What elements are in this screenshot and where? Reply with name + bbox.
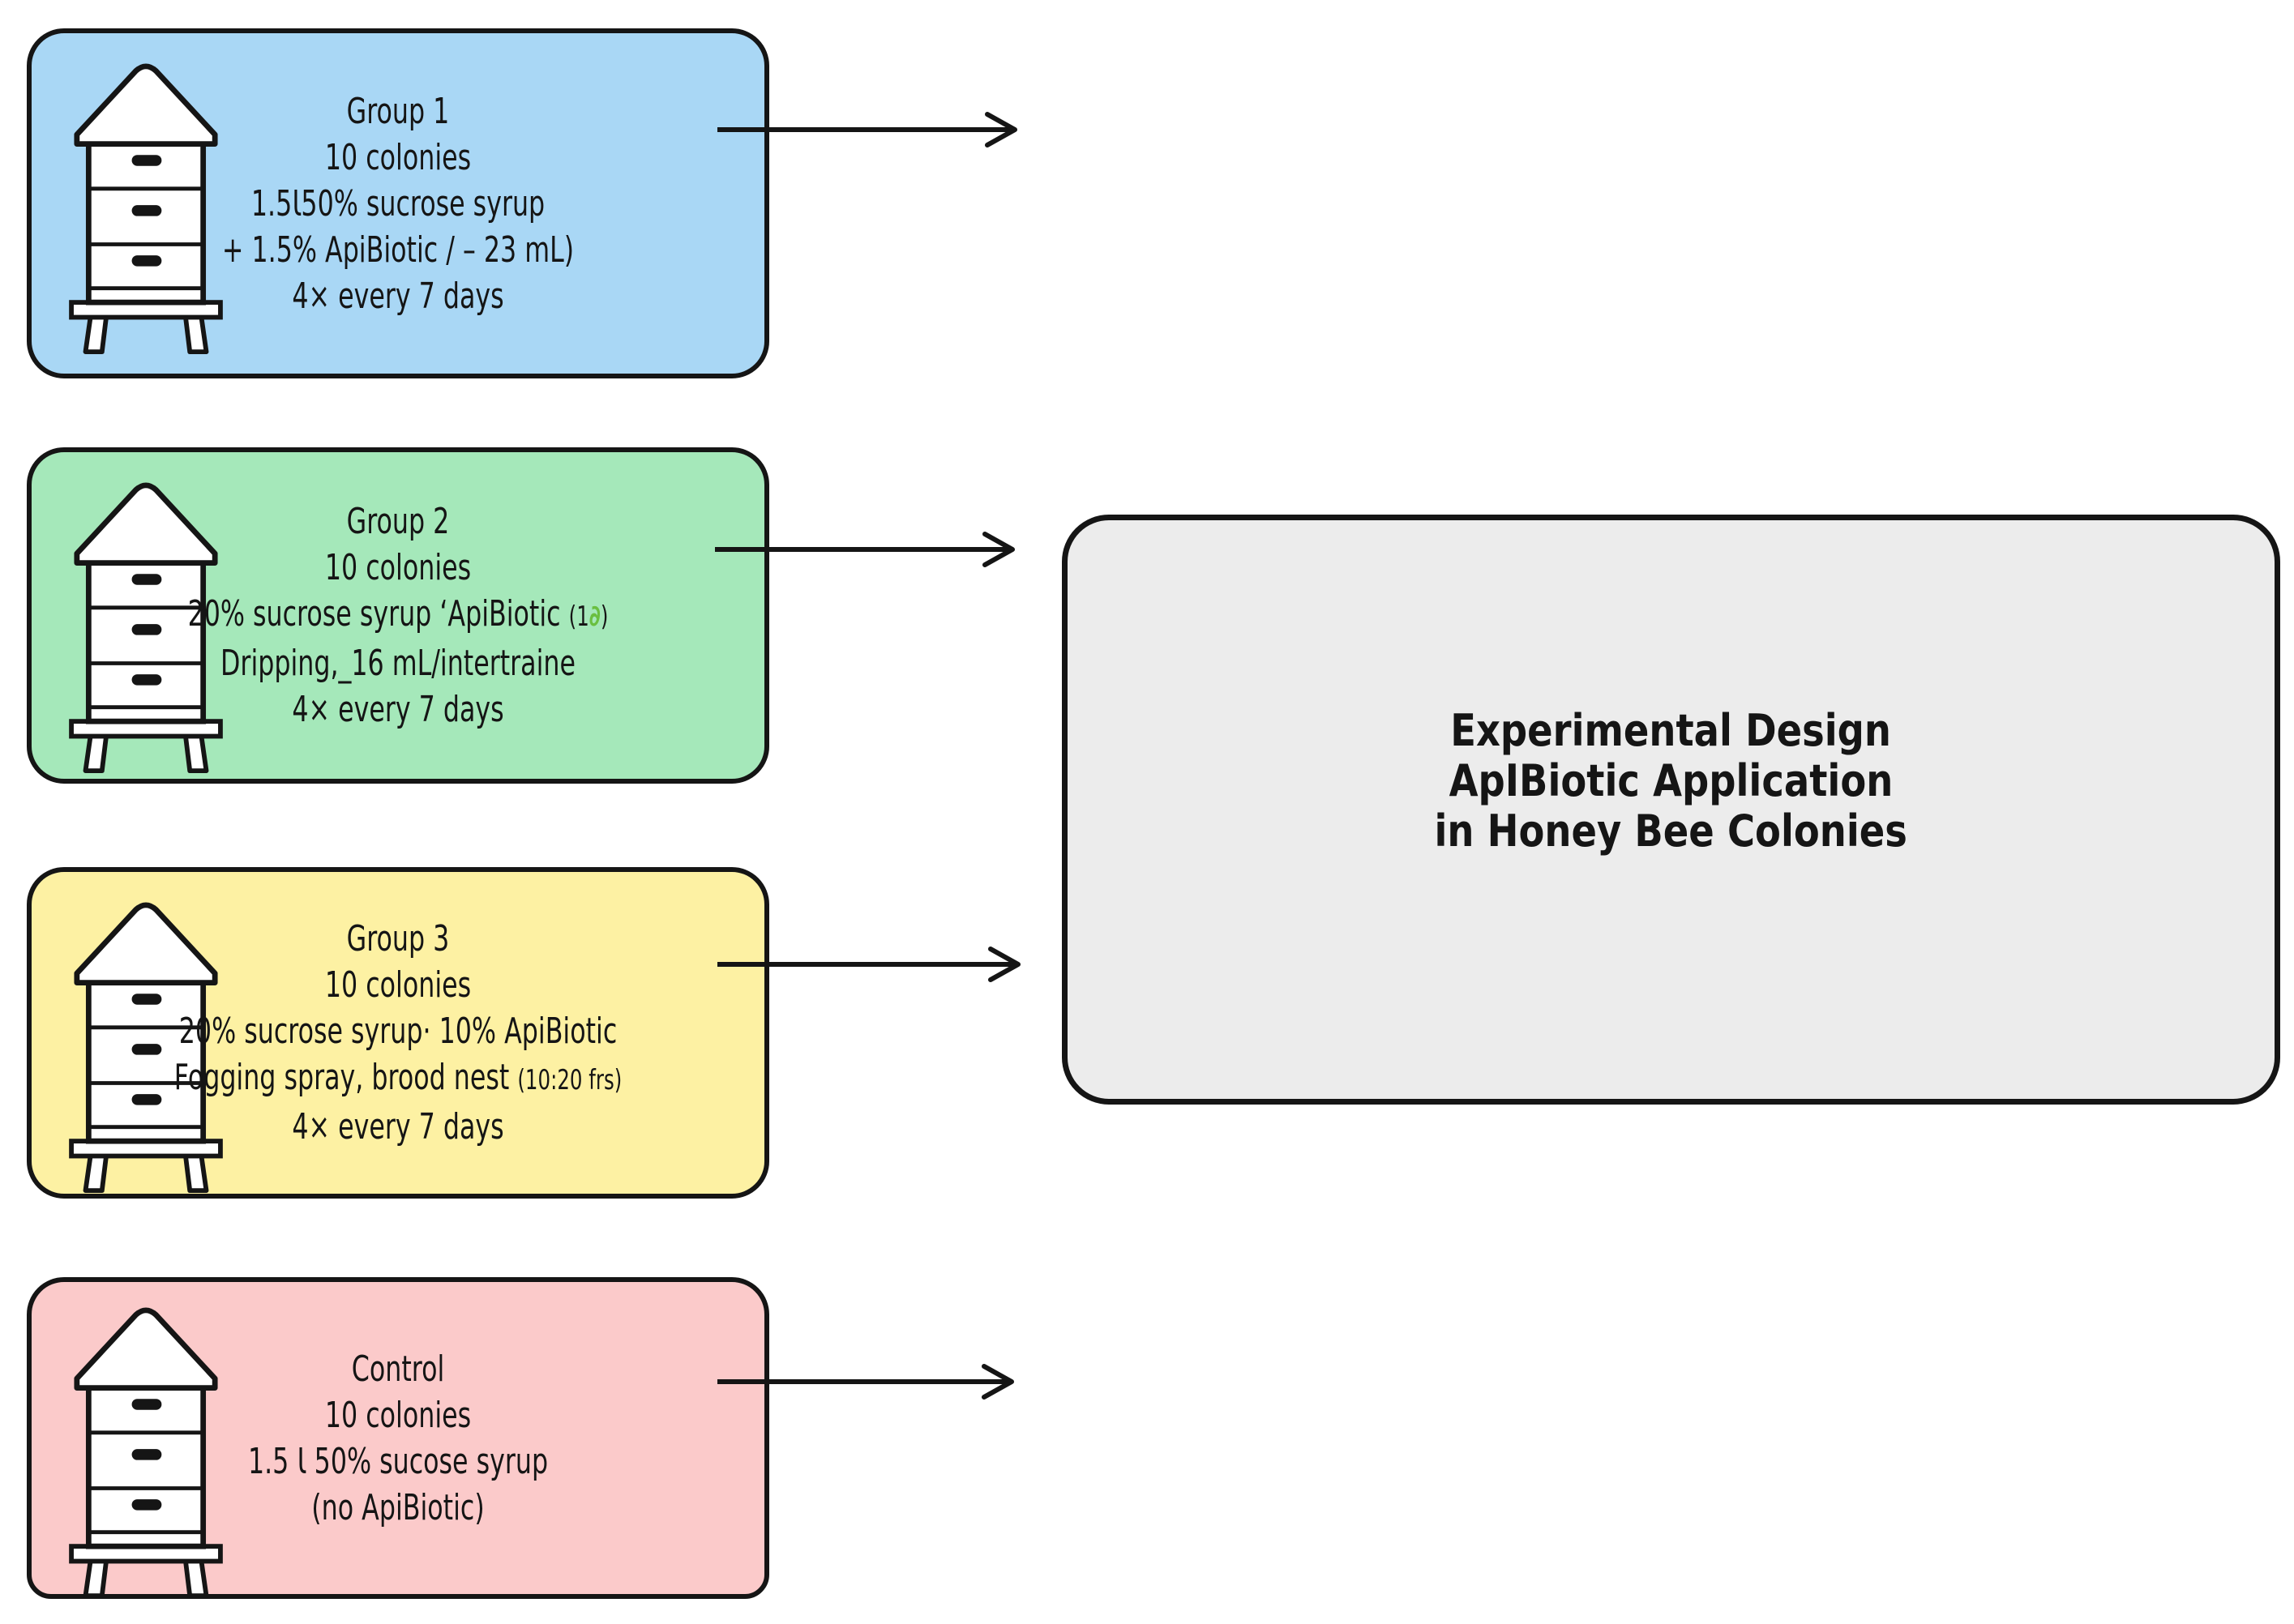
- text-segment: 10 colonies: [324, 547, 472, 588]
- group-line: 10 colonies: [325, 135, 471, 181]
- hive-slot: [131, 1094, 162, 1105]
- title-line: in Honey Bee Colonies: [1434, 806, 1908, 857]
- group-title: Group 3: [347, 916, 450, 962]
- hive-slot: [131, 255, 162, 267]
- hive-slot: [131, 1399, 162, 1410]
- group-line: 20% sucrose syrup ‘ApiBiotic (1∂): [188, 591, 609, 640]
- group-line: 1.5Ɩ50% sucrose syrup: [251, 181, 545, 227]
- group-line: 4× every 7 days: [292, 686, 503, 733]
- text-segment: Group 3: [346, 918, 450, 959]
- hive-slot: [131, 674, 162, 686]
- text-segment: ): [600, 600, 609, 633]
- text-segment: 20% sucrose syrup ‘ApiBiotic: [187, 593, 569, 635]
- group-line: 4× every 7 days: [292, 1104, 503, 1150]
- hive-roof: [74, 482, 218, 566]
- group-line: 20% sucrose syrup· 10% ApiBiotic: [179, 1008, 617, 1054]
- text-segment: 4× every 7 days: [292, 275, 504, 317]
- leaf-icon: ∂: [588, 600, 601, 633]
- text-segment: Dripping,_16 mL/intertraine: [220, 643, 576, 684]
- group-line: 10 colonies: [325, 545, 471, 591]
- group-line: + 1.5% ApiBiotic / – 23 mL): [222, 227, 574, 273]
- group-line: 10 colonies: [325, 1392, 471, 1438]
- hive-slot: [131, 574, 162, 585]
- hive-slot: [131, 205, 162, 216]
- hive-roof: [74, 902, 218, 986]
- text-segment: 10 colonies: [324, 964, 472, 1006]
- text-segment: Fogging spray, brood nest: [173, 1057, 518, 1098]
- text-segment: (1: [568, 600, 589, 633]
- hive-slot: [131, 994, 162, 1005]
- text-segment: 4× every 7 days: [292, 689, 504, 730]
- group-title: Control: [352, 1346, 445, 1392]
- beehive-icon: [69, 902, 223, 1193]
- text-segment: 10 colonies: [324, 1394, 472, 1436]
- text-segment: + 1.5% ApiBiotic / – 23 mL): [221, 229, 575, 271]
- hive-roof: [74, 63, 218, 147]
- group-title: Group 1: [347, 88, 450, 135]
- text-segment: 1.5 Ɩ 50% sucose syrup: [247, 1440, 549, 1482]
- hive-slot: [131, 1499, 162, 1511]
- hive-slot: [131, 1044, 162, 1055]
- text-segment: Group 1: [346, 90, 450, 132]
- text-segment: (10:20 frs): [517, 1064, 623, 1096]
- group-line: 10 colonies: [325, 962, 471, 1008]
- hive-body: [85, 980, 207, 1144]
- group-text-group-3: Group 3 10 colonies 20% sucrose syrup· 10%…: [135, 872, 662, 1194]
- group-box-group-3: Group 3 10 colonies 20% sucrose syrup· 10%…: [27, 867, 769, 1199]
- text-segment: (no ApiBiotic): [311, 1486, 485, 1528]
- beehive-icon: [69, 63, 223, 354]
- text-segment: 20% sucrose syrup· 10% ApiBiotic: [178, 1011, 618, 1052]
- hive-slot: [131, 624, 162, 635]
- text-segment: Group 2: [346, 501, 450, 542]
- group-line: (no ApiBiotic): [311, 1485, 484, 1531]
- group-line: Dripping,_16 mL/intertraine: [220, 640, 576, 686]
- title-line: Experimental Design: [1450, 705, 1892, 756]
- text-segment: 10 colonies: [324, 136, 472, 178]
- group-line: 4× every 7 days: [292, 273, 503, 319]
- text-segment: 1.5Ɩ50% sucrose syrup: [250, 182, 546, 224]
- hive-roof: [74, 1307, 218, 1391]
- group-title: Group 2: [347, 498, 450, 545]
- title-line: ApIBiotic Application: [1449, 755, 1894, 806]
- text-segment: Control: [351, 1348, 445, 1390]
- hive-slot: [131, 1449, 162, 1460]
- group-line: 1.5 Ɩ 50% sucose syrup: [248, 1438, 548, 1485]
- group-line: Fogging spray, brood nest (10:20 frs): [174, 1054, 623, 1104]
- hive-slot: [131, 155, 162, 166]
- beehive-icon: [69, 1307, 223, 1598]
- text-segment: 4× every 7 days: [292, 1106, 504, 1147]
- beehive-icon: [69, 482, 223, 773]
